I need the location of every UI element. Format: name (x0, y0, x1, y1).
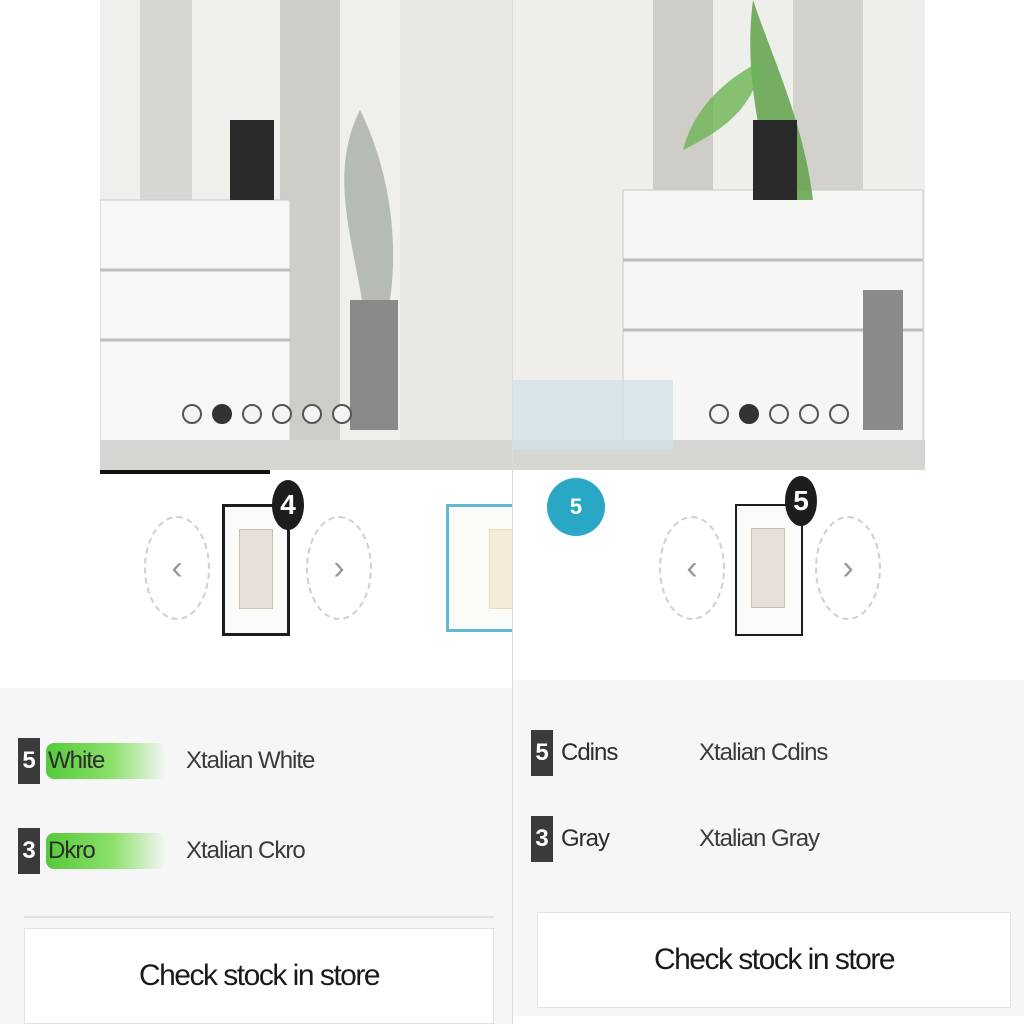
color-option-row[interactable]: 3 Dkro Xtalian Ckro (18, 828, 306, 874)
thumbnail-selected[interactable] (735, 504, 803, 636)
option-name: Cdins (561, 739, 618, 766)
gallery-dot[interactable] (709, 404, 729, 424)
carousel-prev-button[interactable]: ‹ (144, 516, 210, 620)
gallery-dots (182, 404, 352, 424)
color-option-row[interactable]: 3 Gray Xtalian Gray (531, 816, 820, 862)
step-badge: 4 (272, 480, 304, 530)
gallery-dot[interactable] (799, 404, 819, 424)
cabinet-scene-illustration (100, 0, 512, 470)
check-stock-button[interactable]: Check stock in store (537, 912, 1011, 1008)
option-number: 5 (18, 738, 40, 784)
cabinet-thumb-image (239, 529, 273, 609)
gallery-dots (709, 404, 849, 424)
option-value: Xtalian Gray (699, 825, 820, 852)
cabinet-scene-illustration (513, 0, 925, 470)
option-number: 5 (531, 730, 553, 776)
gallery-dot[interactable] (212, 404, 232, 424)
chevron-left-icon: ‹ (171, 548, 183, 587)
gallery-dot[interactable] (332, 404, 352, 424)
option-number: 3 (531, 816, 553, 862)
hero-active-indicator (100, 470, 270, 474)
color-option-row[interactable]: 5 White Xtalian White (18, 738, 315, 784)
hero-image[interactable] (100, 0, 512, 470)
gallery-dot[interactable] (182, 404, 202, 424)
gallery-dot[interactable] (769, 404, 789, 424)
step-badge-teal: 5 (547, 478, 605, 536)
carousel-next-button[interactable]: › (815, 516, 881, 620)
carousel-next-button[interactable]: › (306, 516, 372, 620)
option-name: Gray (561, 825, 610, 852)
option-name: Dkro (46, 833, 166, 869)
carousel-prev-button[interactable]: ‹ (659, 516, 725, 620)
product-panel-right: 5 ‹ 5 › 5 Cdins Xtalian Cdins 3 Gray Xta… (512, 0, 1024, 1024)
step-badge: 5 (785, 476, 817, 526)
check-stock-button[interactable]: Check stock in store (24, 928, 494, 1024)
cabinet-thumb-image (489, 529, 512, 609)
option-value: Xtalian White (186, 747, 315, 774)
chevron-left-icon: ‹ (686, 548, 698, 587)
divider (24, 916, 494, 918)
gallery-dot[interactable] (302, 404, 322, 424)
gallery-dot[interactable] (739, 404, 759, 424)
option-value: Xtalian Cdins (699, 739, 828, 766)
gallery-dot[interactable] (272, 404, 292, 424)
hero-image[interactable] (513, 0, 925, 470)
cabinet-thumb-image (751, 528, 785, 608)
thumbnail-carousel: 5 ‹ 5 › (513, 476, 1024, 640)
option-value: Xtalian Ckro (186, 837, 306, 864)
thumbnail-carousel: ‹ 4 › (0, 480, 512, 640)
gallery-dot[interactable] (829, 404, 849, 424)
option-number: 3 (18, 828, 40, 874)
chevron-right-icon: › (333, 548, 345, 587)
color-option-row[interactable]: 5 Cdins Xtalian Cdins (531, 730, 828, 776)
product-panel-left: ‹ 4 › 5 White Xtalian White 3 Dkro Xtali… (0, 0, 512, 1024)
option-name: White (46, 743, 166, 779)
chevron-right-icon: › (842, 548, 854, 587)
thumbnail-selected[interactable] (222, 504, 290, 636)
thumbnail-overlay[interactable] (446, 504, 512, 632)
gallery-dot[interactable] (242, 404, 262, 424)
